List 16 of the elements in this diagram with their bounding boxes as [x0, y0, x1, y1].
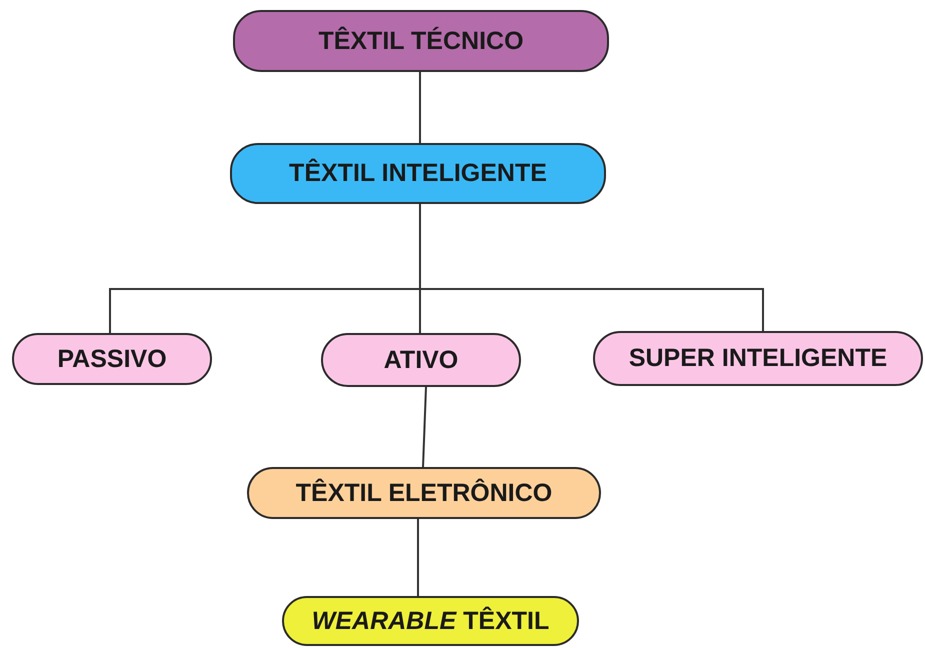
- node-label: ATIVO: [384, 346, 458, 374]
- node-label: WEARABLE TÊXTIL: [312, 606, 550, 636]
- connector-line: [422, 386, 427, 468]
- node-label: PASSIVO: [57, 344, 167, 374]
- node-label: TÊXTIL INTELIGENTE: [289, 159, 547, 188]
- rounded-box: [12, 333, 212, 385]
- rounded-box: [233, 10, 609, 72]
- rounded-box: [282, 596, 579, 646]
- rounded-box: [321, 333, 521, 387]
- connector-line: [419, 72, 421, 143]
- node-label: SUPER INTELIGENTE: [628, 344, 888, 373]
- node-label: TÊXTIL ELETRÔNICO: [296, 478, 552, 508]
- connector-line: [417, 519, 419, 596]
- node-label: TÊXTIL TÉCNICO: [318, 26, 524, 56]
- rounded-box: [230, 143, 606, 204]
- rounded-box: [247, 467, 601, 519]
